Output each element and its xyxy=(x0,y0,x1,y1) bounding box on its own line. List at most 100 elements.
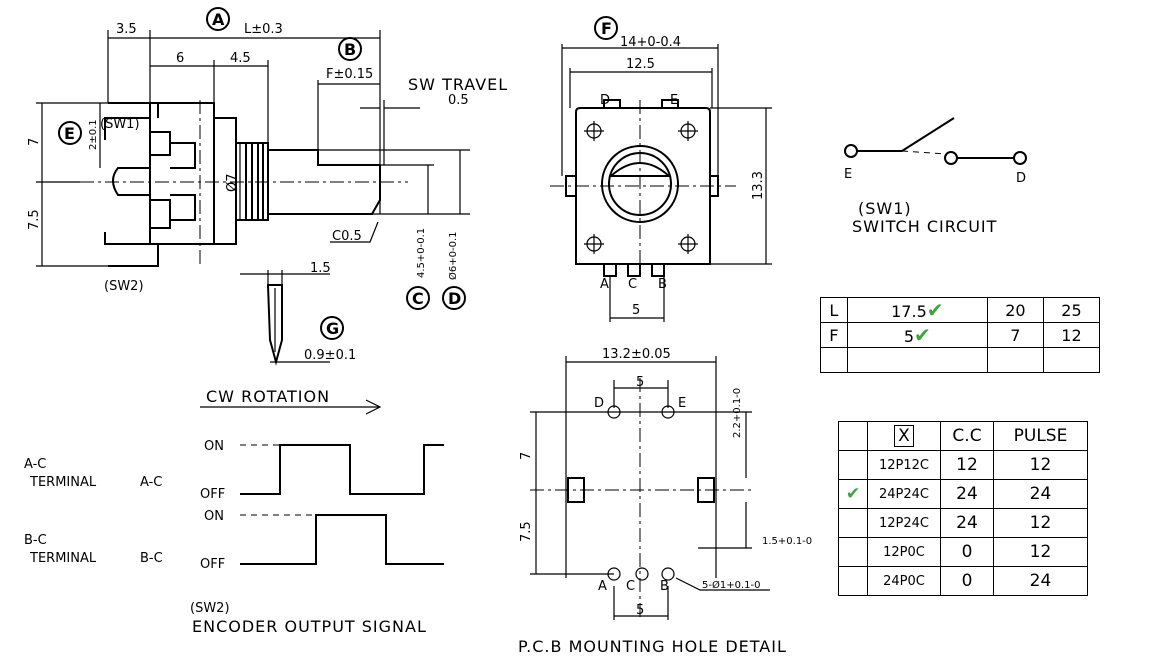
callout-e: E xyxy=(58,121,82,145)
callout-a: A xyxy=(206,7,230,31)
lf-cell: 25 xyxy=(1042,297,1101,323)
pcb-dim-5-bottom: 5 xyxy=(636,603,644,618)
switch-title-sw1: (SW1) xyxy=(858,199,912,218)
dim-5-front: 5 xyxy=(632,303,640,318)
callout-c: C xyxy=(406,286,430,310)
cc-value: 0 xyxy=(940,537,994,567)
lf-cell xyxy=(1042,347,1101,373)
pcb-dim-2-2: 2.2+0.1-0 xyxy=(732,388,743,438)
sw-travel-label: SW TRAVEL xyxy=(408,75,508,94)
ac-short-label: A-C xyxy=(140,475,162,490)
lf-cell: 12 xyxy=(1042,322,1101,348)
dim-l: L±0.3 xyxy=(244,22,283,37)
lf-cell: L xyxy=(820,297,848,323)
lf-cell xyxy=(986,347,1044,373)
dim-7: 7 xyxy=(27,138,42,146)
dim-3-5: 3.5 xyxy=(116,22,137,37)
pulse-value: 12 xyxy=(993,508,1088,538)
bc-short-label: B-C xyxy=(140,551,163,566)
model-code: 12P0C xyxy=(867,537,941,567)
model-code: 12P24C xyxy=(867,508,941,538)
header-code-col: X xyxy=(867,421,941,451)
table-row: ✔ 24P24C 24 24 xyxy=(838,479,1088,509)
ac-on-label: ON xyxy=(204,439,224,454)
pulse-table: X C.C PULSE 12P12C 12 12 ✔ 24P24C 24 24 … xyxy=(838,421,1088,596)
pulse-value: 12 xyxy=(993,450,1088,480)
pulse-value: 24 xyxy=(993,566,1088,596)
lf-cell xyxy=(846,347,988,373)
dim-7-5: 7.5 xyxy=(27,209,42,230)
cc-value: 0 xyxy=(940,566,994,596)
callout-d: D xyxy=(442,286,466,310)
dim-phi7: Ø7 xyxy=(225,173,240,192)
svg-text:G: G xyxy=(326,319,339,338)
encoder-signal: CW ROTATION A-C TERMINAL A-C B-C TERMINA… xyxy=(24,387,444,636)
pulse-value: 12 xyxy=(993,537,1088,567)
bc-off-label: OFF xyxy=(200,557,225,572)
pcb-pin-b: B xyxy=(660,579,669,594)
ac-terminal-label: TERMINAL xyxy=(29,475,97,490)
sw2-label: (SW2) xyxy=(104,279,144,294)
table-row xyxy=(820,347,1101,373)
pulse-value: 24 xyxy=(993,479,1088,509)
table-header-row: X C.C PULSE xyxy=(838,421,1088,451)
check-icon: ✔ xyxy=(914,323,931,347)
svg-text:A: A xyxy=(212,10,225,29)
model-code: 24P24C xyxy=(867,479,941,509)
model-code: 24P0C xyxy=(867,566,941,596)
front-pin-e: E xyxy=(670,93,678,108)
table-row: F 5✔ 7 12 xyxy=(820,322,1101,348)
dim-6-tol: Ø6+0-0.1 xyxy=(447,232,459,281)
check-icon: ✔ xyxy=(926,298,944,322)
cw-rotation-label: CW ROTATION xyxy=(206,387,330,406)
bc-on-label: ON xyxy=(204,509,224,524)
callout-b: B xyxy=(338,37,362,61)
cc-value: 24 xyxy=(940,479,994,509)
length-table: L 17.5✔ 20 25 F 5✔ 7 12 xyxy=(820,297,1101,373)
switch-terminal-d: D xyxy=(1016,171,1026,186)
table-row: L 17.5✔ 20 25 xyxy=(820,297,1101,323)
table-row: 12P24C 24 12 xyxy=(838,508,1088,538)
pcb-hole-spec: 5-Ø1+0.1-0 xyxy=(702,579,760,591)
svg-text:C: C xyxy=(412,289,424,308)
pin-dim-0-9: 0.9±0.1 xyxy=(304,348,356,363)
switch-title: SWITCH CIRCUIT xyxy=(852,217,997,236)
switch-circuit: E D (SW1) SWITCH CIRCUIT xyxy=(844,117,1027,236)
pcb-dim-1-5: 1.5+0.1-0 xyxy=(762,536,812,547)
check-icon xyxy=(838,450,868,480)
ac-off-label: OFF xyxy=(200,487,225,502)
header-cc-col: C.C xyxy=(940,421,994,451)
front-pin-d: D xyxy=(600,93,610,108)
pcb-hole-detail: 13.2±0.05 5 2.2+0.1-0 7 7.5 1.5+0.1-0 5-… xyxy=(518,347,812,656)
signal-caption: ENCODER OUTPUT SIGNAL xyxy=(192,617,427,636)
pcb-dim-7: 7 xyxy=(519,452,534,460)
dim-12-5: 12.5 xyxy=(626,57,655,72)
svg-text:E: E xyxy=(64,124,75,143)
check-icon xyxy=(838,537,868,567)
pcb-pin-c: C xyxy=(626,579,635,594)
switch-terminal-e: E xyxy=(844,167,852,182)
check-icon xyxy=(838,566,868,596)
lf-cell-selected: 17.5✔ xyxy=(846,297,988,323)
check-icon: ✔ xyxy=(838,479,868,509)
table-row: 24P0C 0 24 xyxy=(838,566,1088,596)
lf-cell: F xyxy=(820,322,848,348)
signal-caption-sw2: (SW2) xyxy=(190,601,230,616)
cc-value: 24 xyxy=(940,508,994,538)
pcb-pin-d: D xyxy=(594,396,604,411)
dim-14: 14+0-0.4 xyxy=(620,35,681,50)
lf-cell xyxy=(820,347,848,373)
lf-cell: 20 xyxy=(986,297,1044,323)
callout-g: G xyxy=(320,316,344,340)
callout-f: F xyxy=(594,16,618,40)
side-view: 3.5 L±0.3 6 4.5 F±0.15 SW TRAVEL 0.5 7 2… xyxy=(27,22,508,294)
header-check-col xyxy=(838,421,868,451)
check-icon xyxy=(838,508,868,538)
box-x-icon: X xyxy=(894,425,914,447)
pcb-dim-7-5: 7.5 xyxy=(519,521,534,542)
pcb-dim-13-2: 13.2±0.05 xyxy=(602,347,671,362)
front-pin-b: B xyxy=(658,277,667,292)
cc-value: 12 xyxy=(940,450,994,480)
pcb-caption: P.C.B MOUNTING HOLE DETAIL xyxy=(518,637,787,656)
